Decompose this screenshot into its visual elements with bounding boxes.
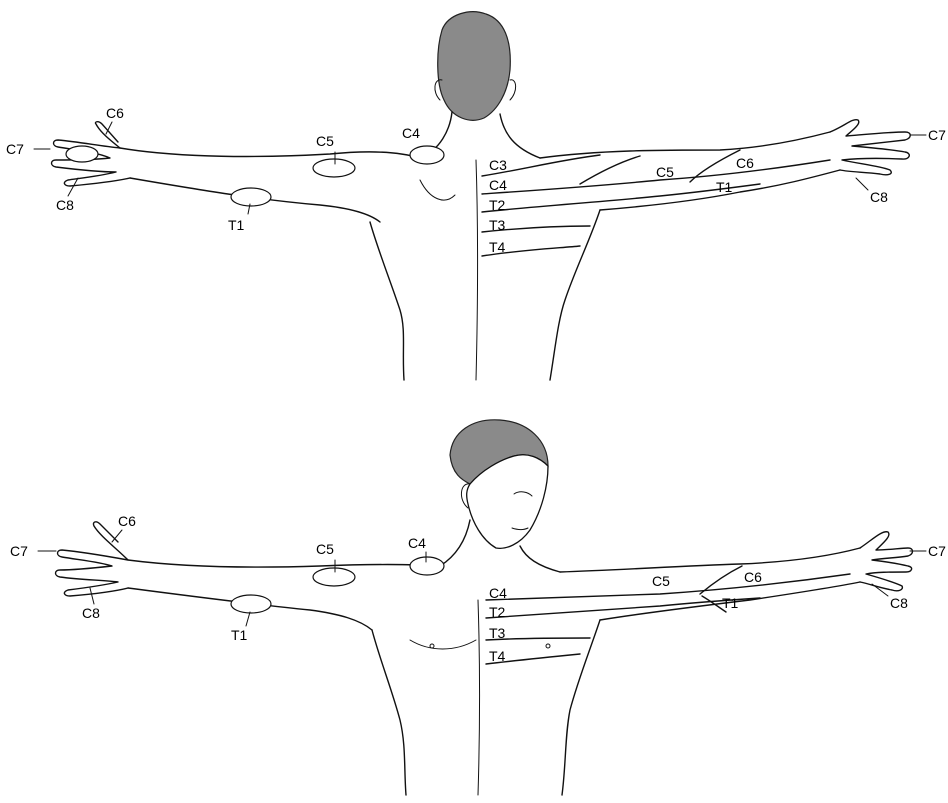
back-label-t2-band: T2 bbox=[489, 197, 506, 213]
front-c4-patch bbox=[410, 557, 444, 575]
back-c4-patch bbox=[410, 146, 444, 164]
front-label-t1: T1 bbox=[231, 627, 248, 643]
back-label-c6-arm: C6 bbox=[736, 155, 754, 171]
back-label-c3-band: C3 bbox=[489, 157, 507, 173]
back-right-hand bbox=[830, 120, 910, 175]
back-head bbox=[438, 12, 511, 121]
back-leader-c8 bbox=[68, 178, 78, 196]
back-scapula bbox=[420, 180, 455, 200]
front-label-t3-band: T3 bbox=[489, 625, 506, 641]
back-label-t1: T1 bbox=[228, 217, 245, 233]
front-right-arm-upper bbox=[560, 548, 860, 572]
front-nipple-left bbox=[430, 644, 434, 648]
front-c5-patch bbox=[313, 568, 355, 586]
front-left-hand bbox=[56, 522, 129, 596]
back-label-t3-band: T3 bbox=[489, 217, 506, 233]
back-neck-right bbox=[500, 114, 540, 158]
back-label-c4: C4 bbox=[402, 125, 420, 141]
front-neck-left bbox=[440, 520, 470, 566]
back-label-c8-right: C8 bbox=[870, 189, 888, 205]
back-leader-c8r bbox=[856, 178, 868, 190]
figure-front: C6 C7 C8 C5 C4 T1 C4 T2 T3 T4 C5 C6 T1 C… bbox=[10, 420, 946, 795]
front-label-c4-band: C4 bbox=[489, 585, 507, 601]
back-label-t1-right: T1 bbox=[716, 179, 733, 195]
front-t1-patch bbox=[231, 595, 271, 613]
front-label-c8-hand: C8 bbox=[82, 605, 100, 621]
back-t1-patch bbox=[231, 188, 271, 206]
back-left-c7-zone bbox=[66, 146, 98, 162]
front-t2-line bbox=[486, 598, 760, 618]
back-label-c7-hand: C7 bbox=[6, 141, 24, 157]
back-label-t4-band: T4 bbox=[489, 239, 506, 255]
back-label-c7-right: C7 bbox=[928, 127, 946, 143]
front-nipple-right bbox=[546, 644, 550, 648]
front-right-hand bbox=[860, 532, 913, 591]
back-ear-right bbox=[510, 80, 516, 100]
front-midline bbox=[478, 600, 480, 795]
front-label-c5: C5 bbox=[316, 541, 334, 557]
front-leader-t1 bbox=[246, 612, 250, 626]
front-leader-c8 bbox=[90, 588, 94, 604]
front-pec-left bbox=[410, 640, 476, 649]
front-label-t2-band: T2 bbox=[489, 604, 506, 620]
back-label-c5-arm: C5 bbox=[656, 164, 674, 180]
back-c5-patch bbox=[313, 159, 355, 177]
front-label-c6-arm: C6 bbox=[744, 569, 762, 585]
front-left-arm-upper bbox=[128, 560, 440, 567]
back-label-c6-hand: C6 bbox=[106, 105, 124, 121]
back-torso-right bbox=[550, 210, 600, 380]
front-label-c7-hand: C7 bbox=[10, 543, 28, 559]
front-label-c4: C4 bbox=[408, 535, 426, 551]
front-leader-c8r bbox=[872, 584, 888, 596]
front-torso-left bbox=[372, 630, 406, 795]
back-left-arm-upper bbox=[120, 148, 420, 158]
front-torso-right bbox=[562, 620, 600, 795]
front-label-t4-band: T4 bbox=[489, 648, 506, 664]
front-label-c5-arm: C5 bbox=[652, 573, 670, 589]
back-spine bbox=[476, 160, 478, 380]
front-neck-right bbox=[520, 546, 560, 572]
back-label-c4-band: C4 bbox=[489, 177, 507, 193]
back-c3c4-divider bbox=[580, 156, 640, 184]
front-label-c8-right: C8 bbox=[890, 595, 908, 611]
front-label-t1-right: T1 bbox=[722, 595, 739, 611]
back-label-c5: C5 bbox=[316, 133, 334, 149]
back-torso-left bbox=[370, 222, 404, 380]
front-label-c6-hand: C6 bbox=[118, 513, 136, 529]
front-label-c7-right: C7 bbox=[928, 543, 946, 559]
back-label-c8-hand: C8 bbox=[56, 197, 74, 213]
figure-back: C6 C7 C8 C5 C4 T1 C3 C4 T2 T3 T4 C5 C6 T… bbox=[6, 12, 946, 380]
back-right-arm-upper bbox=[540, 132, 830, 158]
